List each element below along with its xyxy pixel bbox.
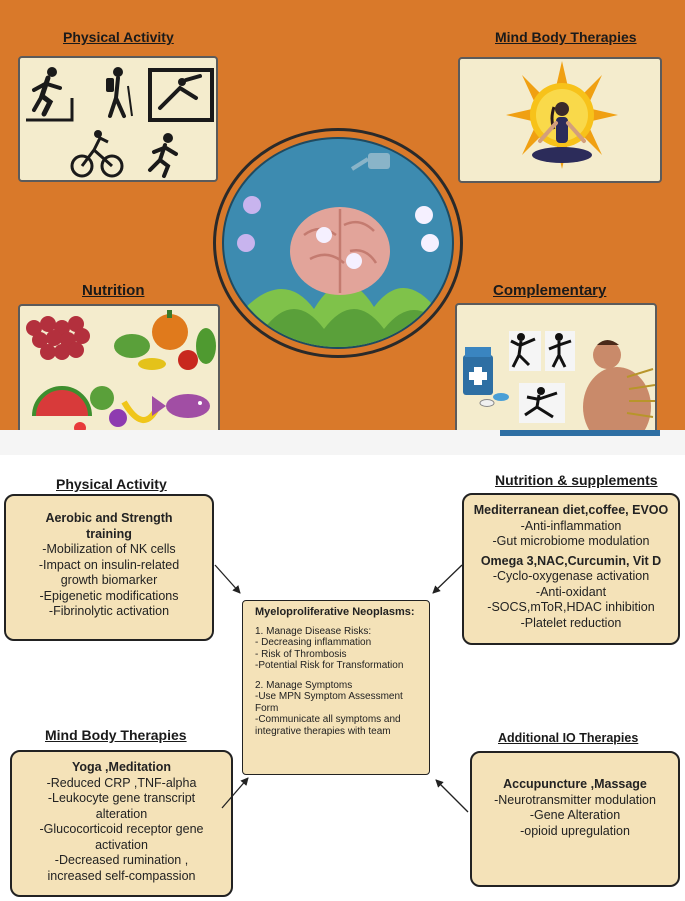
arrow-nutrition-to-center [432, 564, 463, 594]
supplements-heading: Omega 3,NAC,Curcumin, Vit D [480, 553, 662, 568]
flower-icon [237, 196, 439, 269]
top-complementary-title: Complementary [493, 282, 607, 299]
complementary-panel [455, 303, 657, 438]
center-circle [222, 137, 454, 349]
arrow-additional-to-center [435, 779, 469, 813]
acupuncture-icon [583, 340, 655, 436]
supplements-line: -Cyclo-oxygenase activation [492, 569, 650, 583]
mind-body-box: Yoga ,Meditation -Reduced CRP ,TNF-alpha… [10, 750, 233, 897]
grapes-icon [26, 316, 90, 360]
additional-io-line: -Neurotransmitter modulation [494, 792, 656, 807]
physical-activity-panel [18, 56, 218, 182]
nutrition-supplements-box: Mediterranean diet,coffee, EVOO -Anti-in… [462, 493, 680, 645]
physical-activity-title: Physical Activity [56, 476, 167, 492]
top-nutrition-title: Nutrition [82, 282, 145, 299]
nutrition-heading: Mediterranean diet,coffee, EVOO [473, 503, 669, 517]
physical-activity-heading: Aerobic and Strength [45, 511, 173, 525]
mpn-line: 2. Manage Symptoms [255, 679, 353, 691]
physical-activity-line: -Impact on insulin-related [38, 557, 180, 572]
arrow-physical-to-center [214, 564, 241, 594]
mpn-line: integrative therapies with team [255, 725, 391, 737]
physical-activity-line: -Mobilization of NK cells [42, 542, 176, 556]
additional-io-line: -opioid upregulation [520, 823, 630, 838]
supplements-line: -SOCS,mToR,HDAC inhibition [487, 600, 655, 614]
mind-body-title: Mind Body Therapies [45, 727, 187, 743]
mind-body-line: -Leukocyte gene transcript [47, 791, 196, 805]
mind-body-panel [458, 57, 662, 183]
fruit-icon [32, 386, 161, 434]
mpn-line: -Potential Risk for Transformation [255, 660, 404, 671]
physical-activity-line: -Epigenetic modifications [39, 588, 179, 603]
mind-body-line: alteration [95, 806, 148, 821]
martial-arts-icon [509, 331, 575, 423]
mind-body-line: increased self-compassion [47, 868, 196, 883]
runner-icon [148, 133, 178, 178]
mind-body-line: activation [95, 837, 148, 852]
watering-can-icon [350, 153, 390, 171]
mpn-title: Myeloproliferative Neoplasms: [255, 606, 415, 618]
mpn-line: - Decreasing inflammation [255, 637, 372, 648]
physical-activity-heading-2: training [86, 526, 132, 541]
top-physical-activity-title: Physical Activity [63, 29, 174, 45]
fish-icon [152, 394, 210, 418]
vegetables-icon [114, 310, 216, 370]
mpn-center-box: Myeloproliferative Neoplasms: 1. Manage … [242, 600, 430, 775]
additional-io-title: Additional IO Therapies [498, 731, 639, 745]
mind-body-line: -Glucocorticoid receptor gene [39, 822, 204, 836]
physical-activity-line: -Fibrinolytic activation [48, 604, 170, 618]
cyclist-icon [70, 130, 124, 178]
treadmill-runner-icon [26, 67, 74, 122]
nutrition-panel [18, 304, 220, 438]
mpn-line: Form [255, 702, 279, 714]
top-infographic: Physical Activity Mind Body Therapies Nu… [0, 0, 685, 455]
mpn-line: - Risk of Thrombosis [255, 648, 347, 660]
physical-activity-line: growth biomarker [60, 573, 158, 587]
mpn-line: -Communicate all symptoms and [255, 714, 401, 725]
mpn-line: 1. Manage Disease Risks: [255, 625, 372, 637]
nutrition-supplements-title: Nutrition & supplements [495, 472, 658, 488]
nutrition-line: -Anti-inflammation [520, 518, 622, 533]
supplements-line: -Platelet reduction [520, 615, 622, 630]
mpn-line: -Use MPN Symptom Assessment [255, 691, 403, 702]
pills-icon [479, 393, 509, 407]
additional-io-box: Accupuncture ,Massage -Neurotransmitter … [470, 751, 680, 887]
divider-bar [500, 430, 660, 436]
additional-io-line: -Gene Alteration [529, 808, 621, 822]
additional-io-heading: Accupuncture ,Massage [503, 777, 647, 791]
mind-body-line: -Reduced CRP ,TNF-alpha [46, 775, 197, 790]
mind-body-heading: Yoga ,Meditation [71, 760, 172, 774]
brain-icon [290, 207, 390, 295]
hiker-icon [106, 67, 133, 118]
top-mind-body-title: Mind Body Therapies [495, 29, 637, 45]
meditating-woman-icon [532, 102, 592, 163]
leg-press-icon [148, 68, 214, 122]
mind-body-line: -Decreased rumination , [54, 853, 189, 867]
supplements-line: -Anti-oxidant [535, 584, 607, 599]
medicine-bottle-icon [463, 347, 493, 395]
physical-activity-box: Aerobic and Strength training -Mobilizat… [4, 494, 214, 641]
nutrition-line: -Gut microbiome modulation [492, 534, 650, 548]
